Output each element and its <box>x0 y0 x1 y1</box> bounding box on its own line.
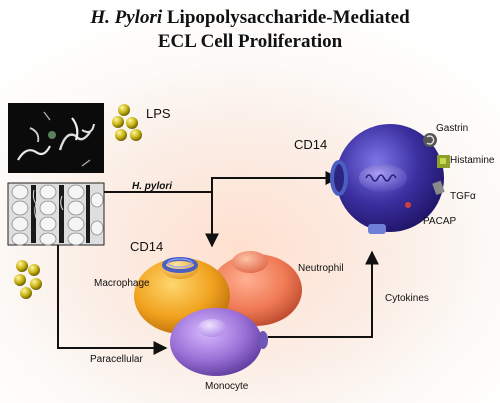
pacap-receptor <box>368 224 386 234</box>
title-species: H. Pylori <box>90 7 163 28</box>
diagram-title-line1: H. Pylori Lipopolysaccharide-Mediated <box>0 6 500 30</box>
label-gastrin: Gastrin <box>436 123 469 134</box>
label-tgfa: TGFα <box>450 191 476 202</box>
label-cd14-macrophage: CD14 <box>130 239 164 254</box>
label-neutrophil: Neutrophil <box>298 263 344 274</box>
ecl-cell <box>330 124 450 234</box>
title-line1-rest: Lipopolysaccharide-Mediated <box>166 7 410 28</box>
epithelium-micrograph <box>7 182 105 246</box>
lps-particles-bottom <box>14 260 42 299</box>
histamine-receptor <box>437 155 450 168</box>
gastrin-receptor <box>423 133 437 147</box>
arrow-cytokines <box>268 250 379 338</box>
label-lps: LPS <box>146 106 171 121</box>
lps-particles-top <box>112 104 142 141</box>
pathway-arrows <box>57 171 379 355</box>
label-histamine: Histamine <box>450 155 495 166</box>
label-cd14-ecl: CD14 <box>294 137 328 152</box>
tgfa-receptor <box>432 180 445 196</box>
arrow-paracellular <box>57 245 168 355</box>
label-cytokines: Cytokines <box>385 293 429 304</box>
label-monocyte: Monocyte <box>205 381 249 392</box>
cd14-receptor-ecl <box>330 160 348 196</box>
hpylori-micrograph <box>8 103 104 173</box>
cd14-receptor-macrophage <box>162 257 198 273</box>
label-macrophage: Macrophage <box>94 278 150 289</box>
label-paracellular: Paracellular <box>90 354 143 365</box>
label-h-pylori: H. pylori <box>132 181 173 192</box>
label-pacap: PACAP <box>423 216 457 227</box>
diagram-title-line2: ECL Cell Proliferation <box>157 31 343 52</box>
neutrophil-cell <box>210 251 302 326</box>
arrow-hpylori-to-ecl <box>104 171 340 193</box>
monocyte-cell <box>170 308 268 376</box>
